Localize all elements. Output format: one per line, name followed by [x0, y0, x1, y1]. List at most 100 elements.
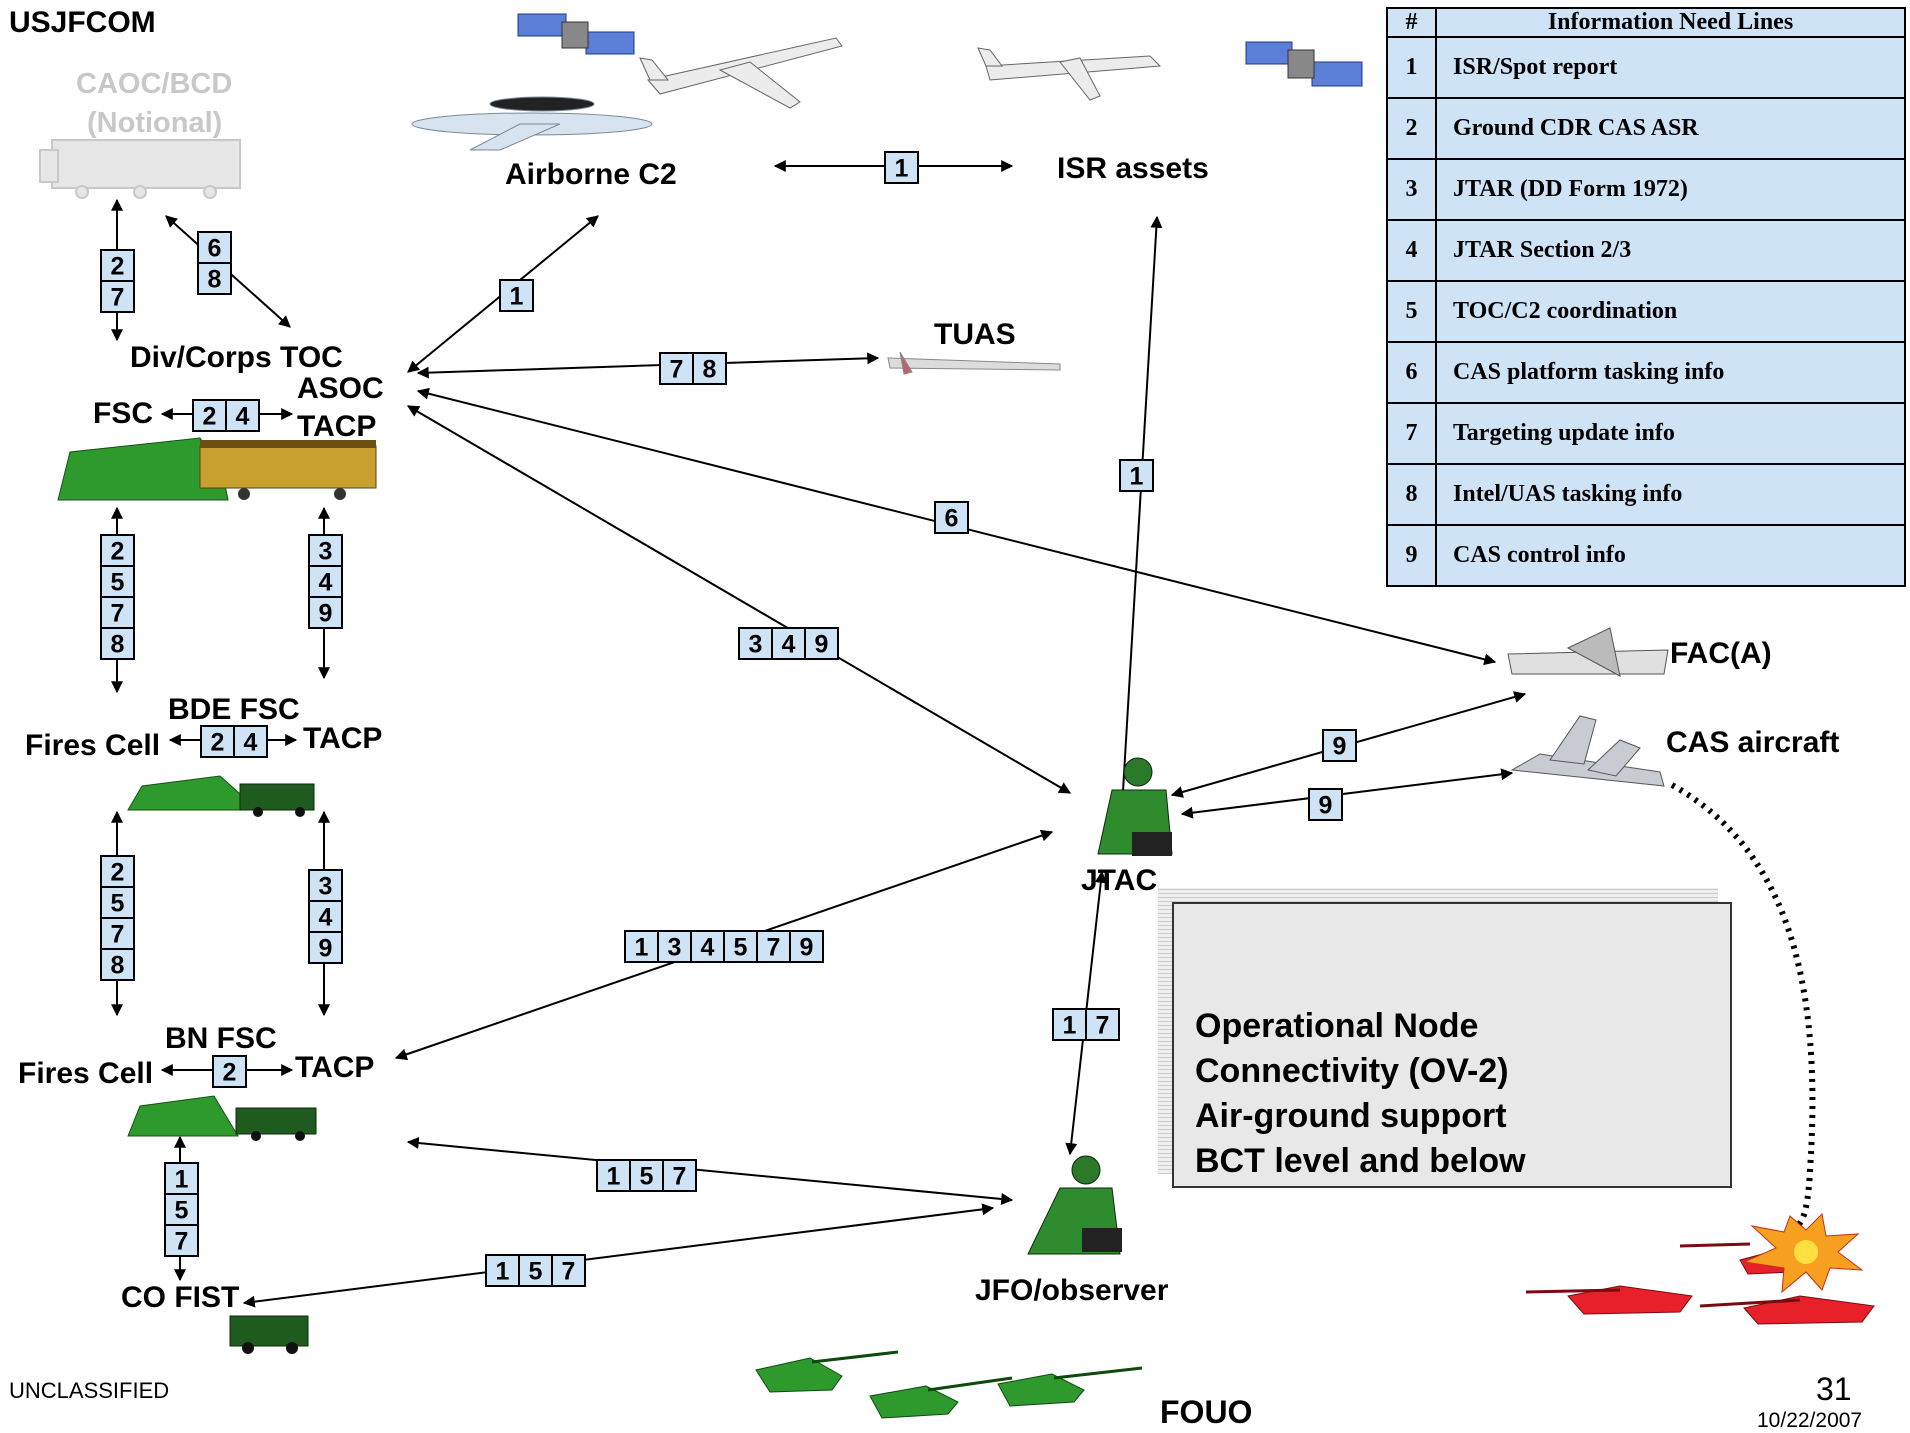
- ov2-line: BCT level and below: [1195, 1142, 1526, 1180]
- line-number-text: 5: [111, 890, 125, 918]
- line-number-text: 7: [111, 284, 125, 312]
- line-number-text: 4: [236, 403, 250, 431]
- link-isr-jtac-cells: 1: [1119, 459, 1154, 492]
- line-number-text: 4: [319, 569, 333, 597]
- line-number-text: 2: [111, 538, 125, 566]
- jfo-soldier-icon: [1027, 1155, 1122, 1255]
- line-number-cell: [1085, 1008, 1120, 1041]
- isr-assets-label: ISR assets: [1057, 152, 1209, 185]
- link-asoc-c2-cells: 1: [499, 279, 534, 312]
- link-asoc-tuas-line: [416, 352, 880, 379]
- friendly-tank-icon: [869, 1376, 1013, 1419]
- line-number-cell: [738, 627, 773, 660]
- row-num: 9: [1386, 524, 1437, 587]
- line-number-cell: [518, 1254, 553, 1287]
- line-number-cell: [499, 279, 534, 312]
- satellite-icon: [517, 13, 635, 55]
- link-top-bde-right-cells: 3 4 9: [308, 534, 343, 629]
- table-header-num: #: [1386, 7, 1437, 38]
- line-number-cell: [308, 931, 343, 964]
- line-number-cell: [197, 262, 232, 295]
- line-number-text: 5: [529, 1258, 543, 1286]
- line-number-text: 4: [782, 631, 796, 659]
- line-number-cell: [934, 501, 969, 534]
- tuas-label: TUAS: [934, 318, 1016, 351]
- bn-fsc-label: BN FSC: [165, 1022, 277, 1055]
- line-number-cell: [100, 249, 135, 282]
- row-label: Ground CDR CAS ASR: [1435, 97, 1906, 160]
- bde-fsc-label: BDE FSC: [168, 693, 300, 726]
- friendly-tank-icon: [997, 1366, 1143, 1407]
- ov2-line: Connectivity (OV-2): [1195, 1052, 1509, 1090]
- line-number-text: 3: [319, 538, 333, 566]
- row-num: 1: [1386, 36, 1437, 99]
- row-label: CAS control info: [1435, 524, 1906, 587]
- command-tent-icon: [57, 437, 377, 501]
- line-number-text: 7: [670, 356, 684, 384]
- line-number-cell: [1322, 729, 1357, 762]
- friendly-tank-icon: [755, 1350, 899, 1393]
- link-c2-isr-cells: 1: [884, 151, 919, 184]
- line-number-text: 2: [111, 859, 125, 887]
- link-co-jfo-line: [242, 1203, 995, 1308]
- line-number-cell: [100, 627, 135, 660]
- link-isr-jtac-line: [1116, 215, 1163, 810]
- tacp-low-label: TACP: [295, 1051, 375, 1084]
- line-number-text: 7: [111, 921, 125, 949]
- line-number-cell: [308, 596, 343, 629]
- line-number-cell: [100, 948, 135, 981]
- line-number-text: 7: [562, 1258, 576, 1286]
- row-num: 5: [1386, 280, 1437, 343]
- line-number-text: 1: [496, 1258, 510, 1286]
- tacp-mid-label: TACP: [303, 722, 383, 755]
- faca-label: FAC(A): [1670, 637, 1772, 670]
- line-number-text: 1: [607, 1163, 621, 1191]
- line-number-cell: [100, 855, 135, 888]
- jet-aircraft-icon: [639, 37, 843, 109]
- jfo-observer-label: JFO/observer: [975, 1274, 1169, 1307]
- link-bn-jfo-line: [406, 1137, 1014, 1205]
- line-number-text: 6: [208, 235, 222, 263]
- line-number-text: 5: [640, 1163, 654, 1191]
- line-number-cell: [756, 930, 791, 963]
- link-bn-co-cells: 157: [164, 1162, 199, 1257]
- line-number-cell: [485, 1254, 520, 1287]
- line-number-text: 2: [223, 1059, 237, 1087]
- row-num: 7: [1386, 402, 1437, 465]
- link-jtac-cas-line: [1180, 768, 1514, 819]
- row-label: TOC/C2 coordination: [1435, 280, 1906, 343]
- line-number-cell: [723, 930, 758, 963]
- line-number-text: 9: [1333, 733, 1347, 761]
- cas-engagement-dotted-line: [1670, 782, 1816, 1228]
- link-caoc-asoc-cells: 68: [197, 231, 232, 295]
- line-number-cell: [164, 1224, 199, 1257]
- row-label: Targeting update info: [1435, 402, 1906, 465]
- link-bde-bn-right-cells: 349: [308, 869, 343, 964]
- fires-cell-mid-label: Fires Cell: [25, 729, 161, 762]
- enemy-tank-icon: [1525, 1285, 1693, 1315]
- classification-label: UNCLASSIFIED: [9, 1378, 170, 1403]
- row-num: 6: [1386, 341, 1437, 404]
- line-number-text: 4: [319, 904, 333, 932]
- line-number-cell: [884, 151, 919, 184]
- line-number-cell: [308, 565, 343, 598]
- line-number-cell: [212, 1055, 247, 1088]
- asoc-label: ASOC: [297, 372, 384, 405]
- line-number-text: 9: [319, 600, 333, 628]
- line-number-cell: [804, 627, 839, 660]
- fires-cell-low-label: Fires Cell: [18, 1057, 154, 1090]
- airborne-c2-label: Airborne C2: [505, 158, 677, 191]
- humvee-icon: [229, 1315, 309, 1354]
- cas-jet-icon: [1510, 715, 1665, 787]
- line-number-text: 7: [767, 934, 781, 962]
- line-number-cell: [100, 886, 135, 919]
- line-number-text: 2: [203, 403, 217, 431]
- link-bn-fires-tacp-cells: 2: [212, 1055, 247, 1088]
- line-number-cell: [164, 1162, 199, 1195]
